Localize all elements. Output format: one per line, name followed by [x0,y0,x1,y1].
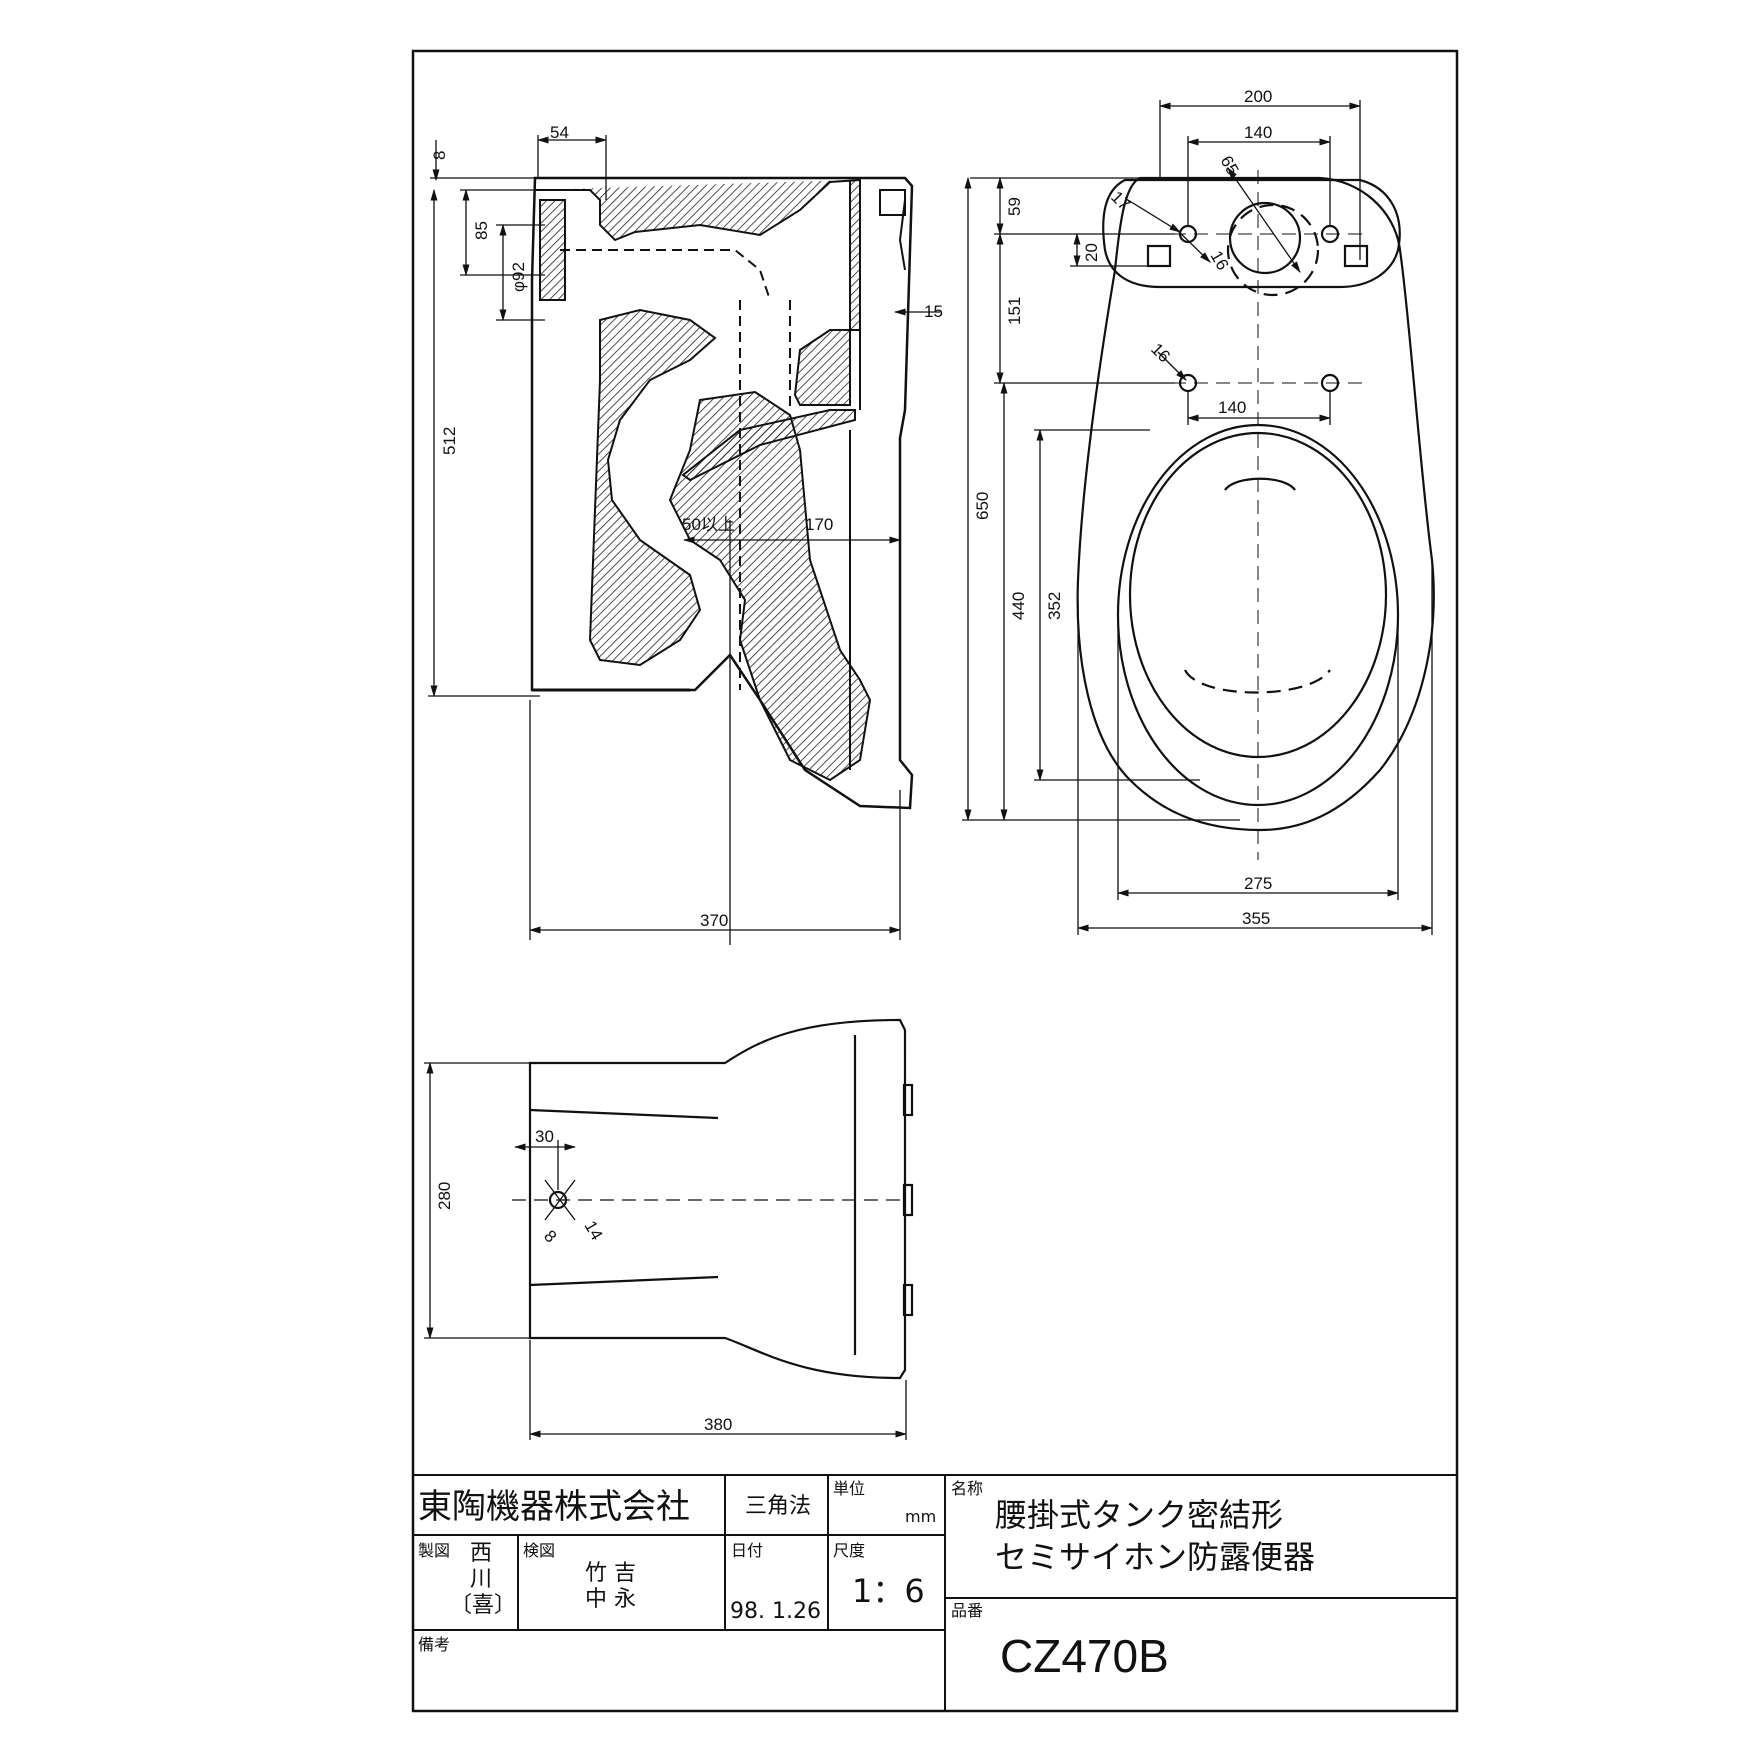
dim-tank-width: 200 [1244,87,1272,106]
model-number: CZ470B [1000,1630,1169,1682]
drawn-name-3: 〔喜〕 [450,1593,516,1618]
dim-hole-14: 14 [581,1218,607,1244]
dim-depth-380: 380 [704,1415,732,1434]
date-value: 98. 1.26 [730,1599,821,1624]
dim-offset-20: 20 [1082,243,1101,262]
drawn-label: 製図 [418,1541,450,1560]
checked-name-2: 中 永 [585,1587,636,1612]
dim-overall-height: 512 [440,427,459,455]
bottom-view-dimensions [424,1061,908,1440]
dim-outlet-width: 54 [550,123,569,142]
dim-bowl-length-440: 440 [1009,592,1028,620]
remarks-label: 備考 [418,1635,450,1654]
side-view-labels: 8 54 85 φ92 512 15 50以上 170 370 [430,123,943,930]
checked-label: 検図 [523,1541,555,1560]
checked-name-1: 竹 吉 [585,1561,636,1586]
side-view-dimensions [428,135,940,945]
dim-bolt-spacing-mid: 140 [1218,398,1246,417]
model-label: 品番 [951,1601,983,1620]
projection-method: 三角法 [745,1494,811,1519]
drawn-name-2: 川 [470,1567,492,1592]
dim-top-offset: 8 [430,151,449,160]
dim-outlet-height: 85 [472,221,491,240]
dim-bolt-spacing-top: 140 [1244,123,1272,142]
dim-wall-gap: 15 [924,302,943,321]
name-label: 名称 [951,1479,983,1498]
dim-offset-30: 30 [535,1127,554,1146]
bottom-view [512,1018,914,1380]
dim-width-280: 280 [435,1182,454,1210]
dim-offset-151: 151 [1005,297,1024,325]
title-block [412,1474,1458,1712]
top-view-dimensions [962,100,1434,935]
drawn-name-1: 西 [470,1541,492,1566]
drawing-frame [411,49,1459,1713]
title-block-text: 東陶機器株式会社 三角法 単位 mm 名称 腰掛式タンク密結形 セミサイホン防露… [418,1479,1315,1682]
scale-value: 1：6 [852,1572,925,1610]
dim-bowl-width-275: 275 [1244,874,1272,893]
dim-overall-width-355: 355 [1242,909,1270,928]
dim-seat-length-352: 352 [1045,592,1064,620]
dim-overall-length: 650 [973,492,992,520]
date-label: 日付 [731,1541,763,1560]
product-name-line2: セミサイホン防露便器 [995,1538,1315,1576]
side-section-view [530,176,914,810]
unit-value: mm [905,1507,936,1526]
product-name-line1: 腰掛式タンク密結形 [995,1496,1283,1534]
company-name: 東陶機器株式会社 [418,1487,690,1527]
dim-outlet-dia: φ92 [509,262,528,292]
dim-length-170: 170 [805,515,833,534]
scale-label: 尺度 [833,1541,865,1560]
dim-hole-16: 16 [1147,339,1174,366]
unit-label: 単位 [833,1479,865,1498]
dim-overall-depth: 370 [700,911,728,930]
dim-hole-8: 8 [540,1226,560,1246]
dim-offset-59: 59 [1005,197,1024,216]
dim-hole-dia: 65 [1217,153,1243,179]
bottom-view-labels: 280 30 8 14 380 [435,1127,732,1434]
dim-clearance: 50以上 [682,515,735,534]
top-view [1076,170,1435,860]
